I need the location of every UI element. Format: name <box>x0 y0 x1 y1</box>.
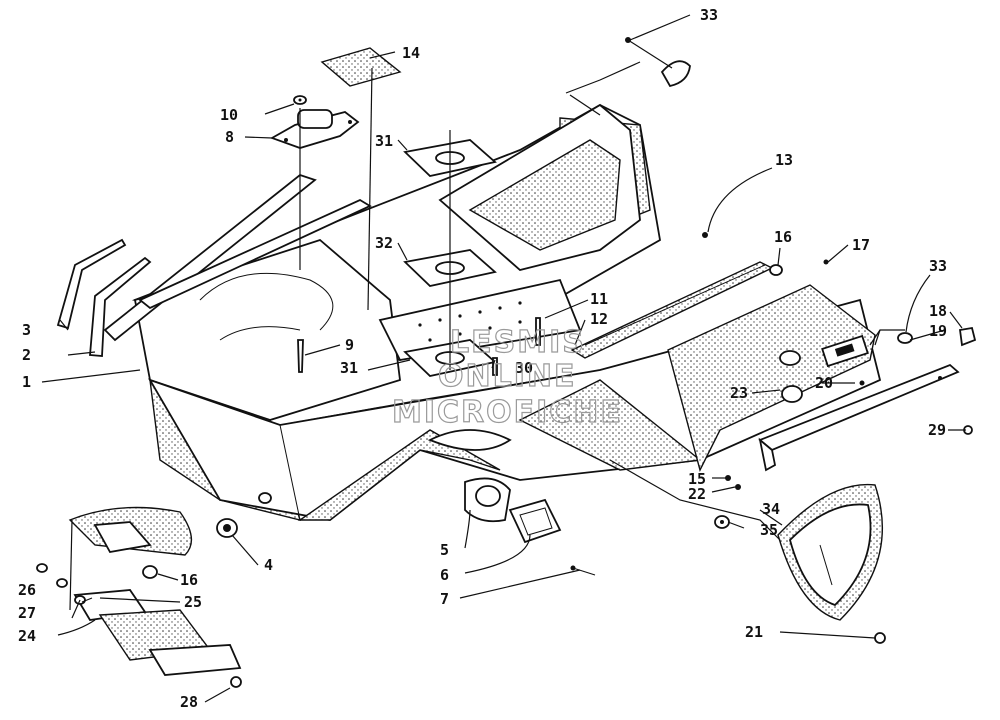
watermark-line-2: ONLINE <box>438 359 577 394</box>
grommet-16-right <box>769 264 783 276</box>
callout-19: 19 <box>929 322 947 340</box>
fastener-13 <box>702 232 708 238</box>
callout-13: 13 <box>775 151 793 169</box>
callout-17: 17 <box>852 236 870 254</box>
washer-10 <box>293 95 307 105</box>
callout-18: 18 <box>929 302 947 320</box>
callout-26: 26 <box>18 581 36 599</box>
leader-lines <box>41 14 966 703</box>
callout-labels: 33 14 10 8 31 13 32 16 17 33 18 19 11 12… <box>18 6 947 711</box>
callout-31-bottom: 31 <box>340 359 358 377</box>
watermark-line-3: MICROFICHE <box>392 395 623 430</box>
side-rail <box>103 173 372 342</box>
fastener-22 <box>735 484 741 490</box>
watermark: LESMIS ONLINE MICROFICHE <box>391 324 623 430</box>
fastener-35 <box>714 515 730 529</box>
bumper-handle-2 <box>89 256 152 357</box>
fasteners-26-27 <box>36 563 86 605</box>
callout-1: 1 <box>22 373 31 391</box>
bumper-handle-3 <box>56 238 127 330</box>
grommet-4 <box>216 518 238 538</box>
bolt-28 <box>230 676 242 688</box>
callout-34: 34 <box>762 500 780 518</box>
light-5 <box>464 477 511 523</box>
watermark-line-1: LESMIS <box>450 325 586 360</box>
fastener-15 <box>725 475 731 481</box>
callout-23: 23 <box>730 384 748 402</box>
mud-flap-34 <box>777 483 884 621</box>
side-panel <box>667 284 876 472</box>
callout-20: 20 <box>815 374 833 392</box>
bolt-11 <box>535 317 541 346</box>
callout-33-top: 33 <box>700 6 718 24</box>
grommet-16-left <box>142 565 158 579</box>
callout-5: 5 <box>440 541 449 559</box>
callout-16-left: 16 <box>180 571 198 589</box>
lens-18 <box>958 326 977 347</box>
callout-8: 8 <box>225 128 234 146</box>
gasket-6 <box>508 498 562 544</box>
callout-11: 11 <box>590 290 608 308</box>
callout-2: 2 <box>22 346 31 364</box>
callout-16-right: 16 <box>774 228 792 246</box>
floor-holes <box>418 301 522 342</box>
callout-31-top: 31 <box>375 132 393 150</box>
callout-32: 32 <box>375 234 393 252</box>
callout-27: 27 <box>18 604 36 622</box>
grommet-19 <box>897 332 913 344</box>
fastener-17 <box>823 259 829 265</box>
pad-14 <box>320 47 402 87</box>
hitch-bracket-8 <box>269 109 360 149</box>
callout-4: 4 <box>264 556 273 574</box>
callout-28: 28 <box>180 693 198 711</box>
bolt-21 <box>874 632 886 644</box>
callout-15: 15 <box>688 470 706 488</box>
callout-6: 6 <box>440 566 449 584</box>
callout-14: 14 <box>402 44 420 62</box>
callout-3: 3 <box>22 321 31 339</box>
fastener-20b <box>859 380 865 386</box>
callout-10: 10 <box>220 106 238 124</box>
callout-22: 22 <box>688 485 706 503</box>
callout-12: 12 <box>590 310 608 328</box>
callout-33-right: 33 <box>929 257 947 275</box>
rail-29 <box>758 363 960 472</box>
callout-9: 9 <box>345 336 354 354</box>
callout-21: 21 <box>745 623 763 641</box>
bolt-9 <box>297 339 304 373</box>
callout-29: 29 <box>928 421 946 439</box>
callout-35: 35 <box>760 521 778 539</box>
bracket-24 <box>68 506 242 676</box>
callout-25: 25 <box>184 593 202 611</box>
cable-7 <box>570 565 596 576</box>
taillight-20 <box>821 334 869 368</box>
callout-30: 30 <box>515 359 533 377</box>
callout-24: 24 <box>18 627 36 645</box>
callout-7: 7 <box>440 590 449 608</box>
